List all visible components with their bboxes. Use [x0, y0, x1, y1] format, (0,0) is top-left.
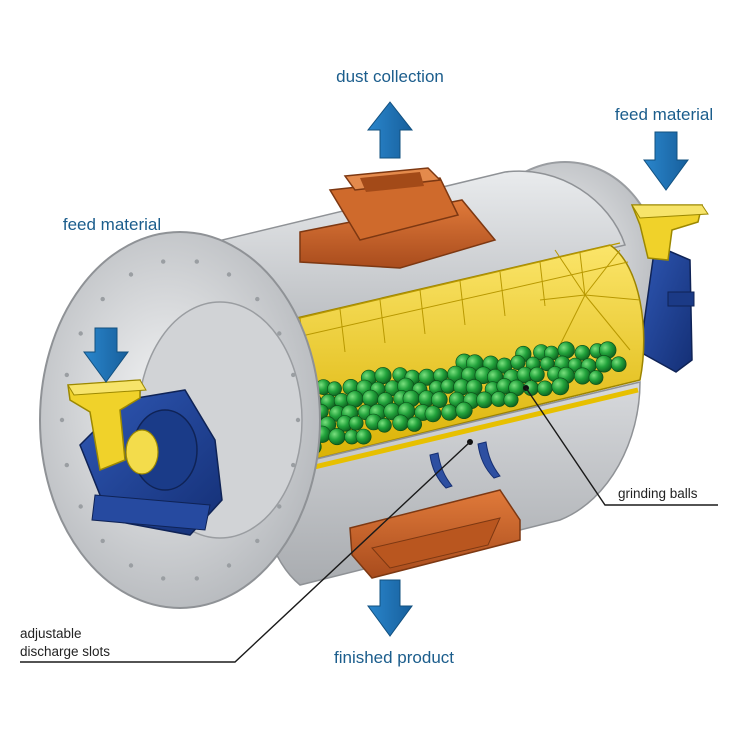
bolt: [291, 462, 296, 468]
bolt: [291, 372, 296, 378]
leader-discharge-slots: [20, 439, 473, 663]
arrow-down-icon: [367, 579, 413, 637]
grinding-ball: [424, 405, 442, 423]
grinding-ball: [529, 366, 545, 383]
grinding-balls-label: grinding balls: [618, 486, 698, 501]
right-bearing-housing: [639, 243, 695, 373]
dust-collection-label: dust collection: [336, 67, 444, 86]
grinding-ball: [476, 391, 493, 409]
adjustable-discharge-slots: [429, 441, 501, 489]
grinding-ball: [588, 370, 604, 385]
grinding-ball: [539, 356, 555, 372]
finished-product-label: finished product: [334, 648, 454, 667]
leader-grinding-balls: [523, 385, 718, 506]
arrow-down-icon: [643, 131, 689, 191]
bolt: [100, 296, 105, 302]
bolt: [161, 576, 166, 581]
adjustable-discharge-slots-label-line1: adjustable: [20, 626, 82, 641]
grinding-ball: [377, 417, 392, 433]
grinding-ball: [610, 356, 627, 373]
grinding-ball: [537, 380, 553, 397]
grinding-ball: [327, 381, 342, 397]
grinding-ball: [430, 391, 448, 409]
grinding-ball: [328, 428, 346, 446]
bolt: [255, 538, 260, 544]
bolt: [277, 331, 282, 336]
feed-material-left-label: feed material: [63, 215, 161, 234]
bolt: [226, 563, 232, 568]
bolt: [128, 563, 134, 568]
left-feed-hopper: [67, 379, 159, 475]
grinding-ball: [595, 355, 613, 373]
bolt: [128, 272, 134, 277]
grinding-ball: [406, 416, 423, 432]
grinding-ball: [348, 415, 364, 431]
bolt: [78, 504, 83, 509]
grinding-ball: [510, 354, 526, 370]
grinding-ball: [455, 401, 473, 420]
bolt: [59, 417, 65, 423]
bolt: [295, 417, 301, 423]
bolt: [100, 538, 105, 544]
bolt: [255, 296, 260, 302]
grinding-ball: [362, 389, 379, 407]
grinding-ball: [355, 428, 372, 445]
bolt: [277, 504, 282, 509]
bolt: [78, 331, 83, 336]
dust-collection-chute: [299, 167, 497, 269]
grinding-ball: [440, 378, 456, 394]
right-feed-hopper: [630, 204, 709, 261]
bolt: [194, 576, 199, 581]
grinding-ball: [392, 414, 409, 432]
feed-material-right-label: feed material: [615, 105, 713, 124]
grinding-ball: [441, 404, 458, 421]
bolt: [161, 259, 166, 264]
bolt: [226, 272, 232, 277]
grinding-ball: [551, 377, 570, 396]
bolt: [194, 259, 199, 264]
grinding-ball: [573, 367, 591, 385]
arrow-down-icon: [83, 327, 129, 383]
arrow-up-icon: [366, 101, 414, 159]
finished-product-chute: [349, 489, 521, 579]
bolt: [64, 462, 70, 468]
adjustable-discharge-slots-label-line2: discharge slots: [20, 644, 110, 659]
grinding-ball: [503, 392, 519, 408]
bolt: [64, 372, 70, 378]
